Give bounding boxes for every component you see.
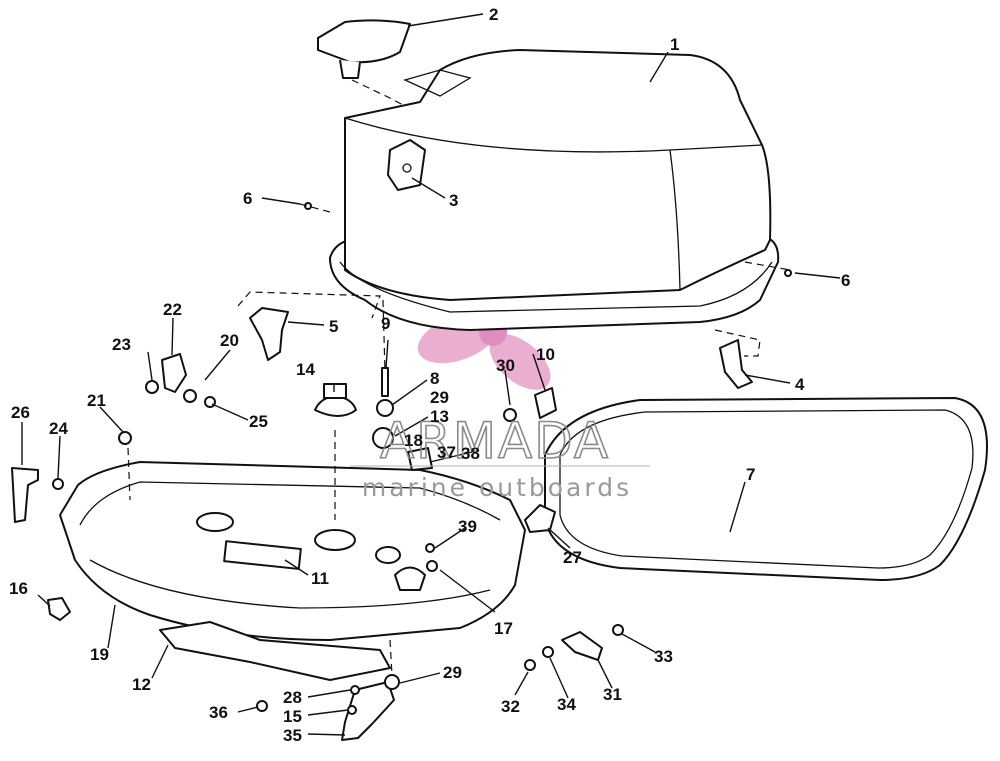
- callout-23: 23: [112, 335, 131, 354]
- callout-9: 9: [381, 314, 390, 333]
- callout-36: 36: [209, 703, 228, 722]
- callout-39: 39: [458, 517, 477, 536]
- callout-16: 16: [9, 579, 28, 598]
- callout-37: 37: [437, 443, 456, 462]
- callout-34: 34: [557, 695, 576, 714]
- assembly-lines: [127, 203, 791, 676]
- callout-7: 7: [746, 465, 755, 484]
- latch-part-10: [534, 387, 557, 419]
- callout-4: 4: [795, 375, 805, 394]
- bracket-part-5: [249, 307, 289, 361]
- watermark-tagline: marine outboards: [362, 473, 632, 502]
- callout-38: 38: [461, 444, 480, 463]
- callout-27: 27: [563, 548, 582, 567]
- bolt-part-16: [47, 597, 71, 621]
- callout-28: 28: [283, 688, 302, 707]
- callout-33: 33: [654, 647, 673, 666]
- callout-21: 21: [87, 391, 106, 410]
- callout-3: 3: [449, 191, 458, 210]
- callout-18: 18: [404, 431, 423, 450]
- lower-pan-part: [59, 461, 526, 641]
- callout-17: 17: [494, 619, 513, 638]
- clip-part-27: [524, 504, 556, 533]
- bracket-part-4: [719, 339, 753, 389]
- callout-20: 20: [220, 331, 239, 350]
- callout-32: 32: [501, 697, 520, 716]
- callout-5: 5: [329, 317, 338, 336]
- callout-19: 19: [90, 645, 109, 664]
- plate-part-37: [407, 447, 433, 471]
- callout-14: 14: [296, 360, 315, 379]
- lever-part-26: [11, 467, 39, 523]
- callout-11: 11: [311, 569, 329, 588]
- link-part-31: [561, 631, 603, 661]
- callout-1: 1: [670, 35, 679, 54]
- callout-6b: 6: [841, 271, 850, 290]
- leader-lines: [21, 13, 841, 736]
- callout-29a: 29: [430, 388, 449, 407]
- callout-8: 8: [430, 369, 439, 388]
- callout-10: 10: [536, 345, 555, 364]
- callout-25: 25: [249, 412, 268, 431]
- callout-30: 30: [496, 356, 515, 375]
- callout-12: 12: [132, 675, 151, 694]
- callout-2: 2: [489, 5, 498, 24]
- callout-6a: 6: [243, 189, 252, 208]
- callout-22: 22: [163, 300, 182, 319]
- callout-29b: 29: [443, 663, 462, 682]
- callout-35: 35: [283, 726, 302, 745]
- hook-part-22: [161, 353, 187, 393]
- support-bracket-part: [159, 621, 391, 681]
- grommet-part-14: [314, 383, 357, 417]
- callout-31: 31: [603, 685, 622, 704]
- washer-parts: [52, 202, 792, 715]
- cover-cap-part: [317, 19, 411, 107]
- callout-26: 26: [11, 403, 30, 422]
- engine-cover-part: [329, 49, 780, 331]
- watermark-brand: ARMADA: [380, 412, 610, 470]
- callout-15: 15: [283, 707, 302, 726]
- callout-24: 24: [49, 419, 68, 438]
- callout-13: 13: [430, 407, 449, 426]
- callout-labels: 1 2 3 4 5 6 6 7 8 9 10 11 12 13 14 15 16…: [9, 5, 850, 745]
- cover-seal-part: [544, 397, 988, 581]
